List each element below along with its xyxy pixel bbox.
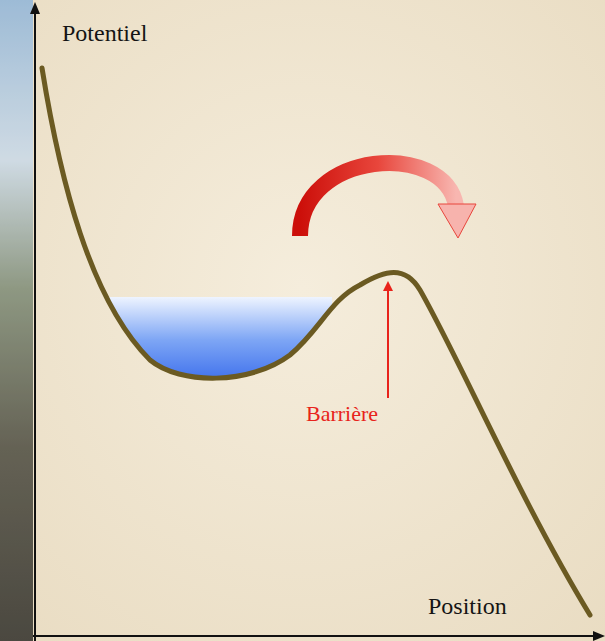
barrier-pointer xyxy=(387,286,389,398)
x-axis-head xyxy=(593,631,605,641)
crossing-arrow xyxy=(300,163,456,236)
axis-label: Potentiel xyxy=(62,20,147,46)
crossing-arrow-head xyxy=(438,204,476,238)
y-axis xyxy=(34,12,36,641)
annotation-label: Barrière xyxy=(306,402,378,426)
potential-curve xyxy=(42,68,590,615)
x-axis xyxy=(33,635,596,637)
landscape-strip xyxy=(0,0,33,641)
y-axis-head xyxy=(30,2,40,14)
axis-label: Position xyxy=(428,593,507,619)
